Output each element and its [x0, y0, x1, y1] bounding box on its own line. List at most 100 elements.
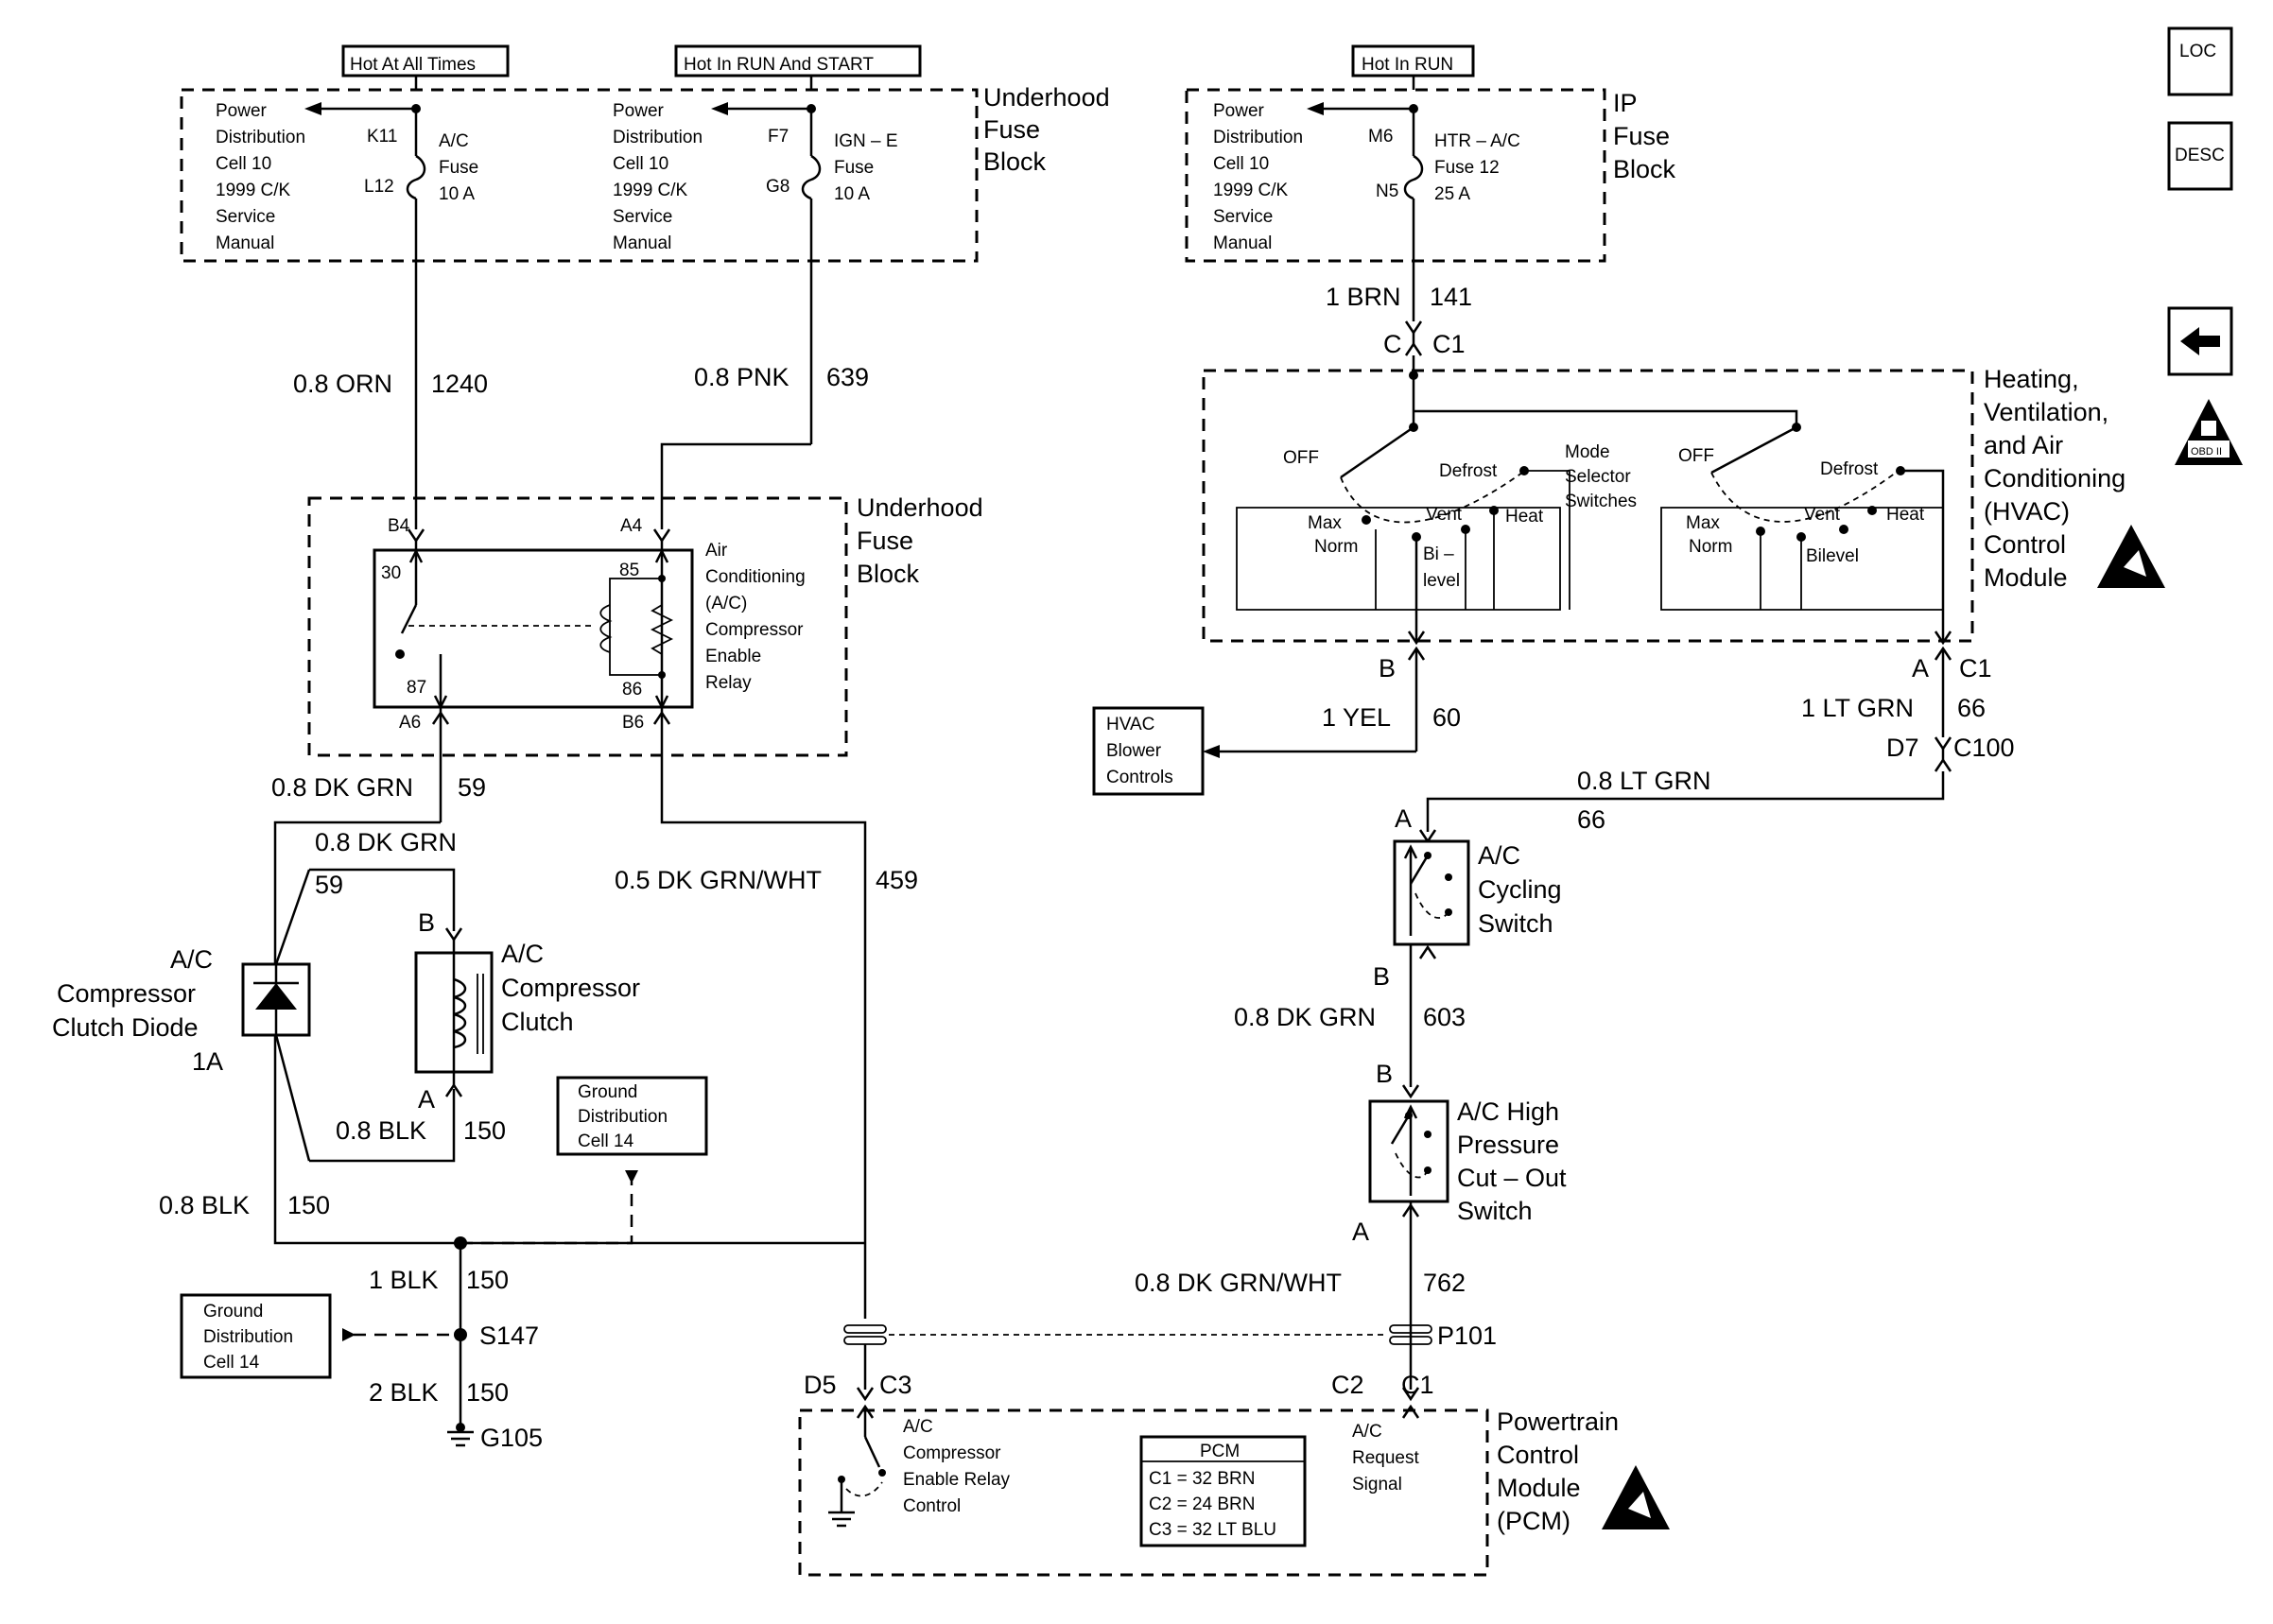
svg-text:C1: C1 [1401, 1371, 1434, 1399]
svg-text:level: level [1423, 571, 1460, 591]
svg-text:C: C [1383, 330, 1402, 358]
svg-text:OFF: OFF [1678, 446, 1714, 466]
desc-button[interactable]: DESC [2167, 121, 2233, 191]
connector-p101: P101 [843, 1322, 1497, 1350]
power-distribution-ref-2: Power Distribution Cell 10 1999 C/K Serv… [613, 101, 703, 253]
obd-ii-icon: OBD II [2175, 399, 2243, 465]
svg-text:Conditioning: Conditioning [1984, 464, 2126, 492]
svg-text:Conditioning: Conditioning [705, 567, 806, 587]
svg-text:Vent: Vent [1804, 505, 1841, 525]
svg-text:Norm: Norm [1689, 537, 1732, 557]
svg-text:HVAC: HVAC [1106, 715, 1154, 734]
svg-text:Ventilation,: Ventilation, [1984, 398, 2108, 426]
svg-text:Defrost: Defrost [1439, 461, 1498, 481]
svg-text:Distribution: Distribution [578, 1107, 668, 1127]
svg-text:C2 = 24 BRN: C2 = 24 BRN [1149, 1494, 1255, 1514]
svg-text:Heating,: Heating, [1984, 365, 2079, 393]
power-distribution-ref-1: Power Distribution Cell 10 1999 C/K Serv… [216, 101, 305, 253]
loc-label: LOC [2179, 42, 2216, 61]
svg-text:Fuse: Fuse [983, 115, 1040, 144]
svg-text:1A: 1A [192, 1047, 223, 1076]
desc-label: DESC [2175, 146, 2225, 165]
hot-at-all-times-label-box [341, 44, 510, 78]
loc-button[interactable]: LOC [2167, 26, 2233, 96]
svg-text:150: 150 [466, 1378, 509, 1407]
svg-text:Max: Max [1686, 513, 1720, 533]
svg-text:Compressor: Compressor [57, 979, 196, 1008]
svg-text:A4: A4 [620, 516, 643, 536]
svg-text:Control: Control [903, 1496, 961, 1516]
ac-compressor-clutch-diode: 0.8 DK GRN 59 A/C Compressor Clutch Diod… [52, 828, 457, 1163]
svg-text:A: A [418, 1085, 435, 1114]
svg-text:OFF: OFF [1283, 448, 1319, 468]
svg-text:0.8 DK GRN: 0.8 DK GRN [315, 828, 457, 856]
wire-459-circuit: 459 [876, 866, 918, 894]
svg-text:86: 86 [622, 680, 642, 700]
svg-text:Block: Block [1613, 155, 1676, 183]
svg-text:B6: B6 [622, 713, 644, 733]
svg-text:Fuse: Fuse [834, 158, 874, 178]
svg-text:Control: Control [1497, 1441, 1579, 1469]
svg-text:10 A: 10 A [439, 184, 475, 204]
svg-text:Cell 14: Cell 14 [203, 1353, 260, 1373]
svg-text:B: B [1379, 654, 1396, 682]
svg-text:Switch: Switch [1457, 1197, 1533, 1225]
svg-text:Relay: Relay [705, 673, 752, 693]
hvac-blower-controls: HVAC Blower Controls [1092, 706, 1205, 796]
svg-text:A: A [1912, 654, 1929, 682]
svg-text:C1: C1 [1959, 654, 1992, 682]
svg-text:Ground: Ground [578, 1082, 637, 1102]
svg-text:Powertrain: Powertrain [1497, 1408, 1619, 1436]
svg-text:Power: Power [216, 101, 268, 121]
svg-text:Compressor: Compressor [903, 1443, 1001, 1463]
svg-text:M6: M6 [1368, 127, 1393, 147]
svg-text:1999 C/K: 1999 C/K [1213, 181, 1289, 200]
svg-text:OBD II: OBD II [2191, 446, 2222, 458]
wire-1240-circuit: 1240 [431, 370, 488, 398]
svg-text:Service: Service [613, 207, 672, 227]
svg-text:Distribution: Distribution [216, 128, 305, 147]
hot-at-all-times-label: Hot At All Times [350, 55, 476, 75]
svg-text:D5: D5 [804, 1371, 837, 1399]
ground-distribution-ref-2: Ground Distribution Cell 14 [180, 1293, 332, 1379]
svg-text:1999 C/K: 1999 C/K [613, 181, 688, 200]
svg-text:Request: Request [1352, 1448, 1419, 1468]
wire-639-circuit: 639 [826, 363, 869, 391]
wire-150a-size: 0.8 BLK [336, 1116, 426, 1145]
svg-text:Selector: Selector [1565, 467, 1631, 487]
svg-text:1 BLK: 1 BLK [369, 1266, 439, 1294]
svg-text:Clutch Diode: Clutch Diode [52, 1013, 199, 1042]
esd-warning-icon [2097, 525, 2165, 588]
svg-text:Switches: Switches [1565, 492, 1637, 511]
svg-text:Signal: Signal [1352, 1475, 1402, 1494]
svg-text:Compressor: Compressor [501, 974, 640, 1002]
wire-141-circuit: 141 [1430, 283, 1472, 311]
ground-distribution-ref-1: Ground Distribution Cell 14 [556, 1076, 708, 1156]
relay-body [373, 548, 694, 709]
svg-text:Underhood: Underhood [857, 493, 983, 522]
wire-60-size: 1 YEL [1322, 703, 1391, 732]
svg-text:C2: C2 [1331, 1371, 1364, 1399]
svg-text:N5: N5 [1376, 181, 1398, 201]
ac-compressor-clutch: B A A/C Compressor Clutch [414, 908, 640, 1114]
svg-text:Service: Service [216, 207, 275, 227]
ip-fuse-block: Hot In RUN IP Fuse Block Power Distribut… [1185, 44, 1676, 321]
svg-text:L12: L12 [364, 177, 394, 197]
mode-switch-left: OFF Defrost Max Norm Vent Heat Bi – leve… [1236, 423, 1570, 643]
back-button[interactable] [2167, 306, 2233, 376]
svg-text:HTR – A/C: HTR – A/C [1434, 131, 1520, 151]
svg-text:B: B [418, 908, 435, 937]
svg-text:C1: C1 [1432, 330, 1466, 358]
svg-text:Distribution: Distribution [613, 128, 703, 147]
wire-639-size: 0.8 PNK [694, 363, 789, 391]
wire-66a-circuit: 66 [1957, 694, 1986, 722]
svg-text:Fuse 12: Fuse 12 [1434, 158, 1500, 178]
hot-in-run-and-start-label: Hot In RUN And START [684, 55, 874, 75]
svg-text:Max: Max [1308, 513, 1342, 533]
esd-warning-icon [1602, 1465, 1670, 1529]
wire-66b-circuit: 66 [1577, 805, 1605, 834]
svg-text:A/C: A/C [1352, 1422, 1382, 1442]
svg-text:A/C: A/C [501, 940, 544, 968]
wire-60-circuit: 60 [1432, 703, 1461, 732]
mode-switch-right: OFF Defrost Max Norm Vent Heat Bilevel [1660, 423, 1945, 643]
